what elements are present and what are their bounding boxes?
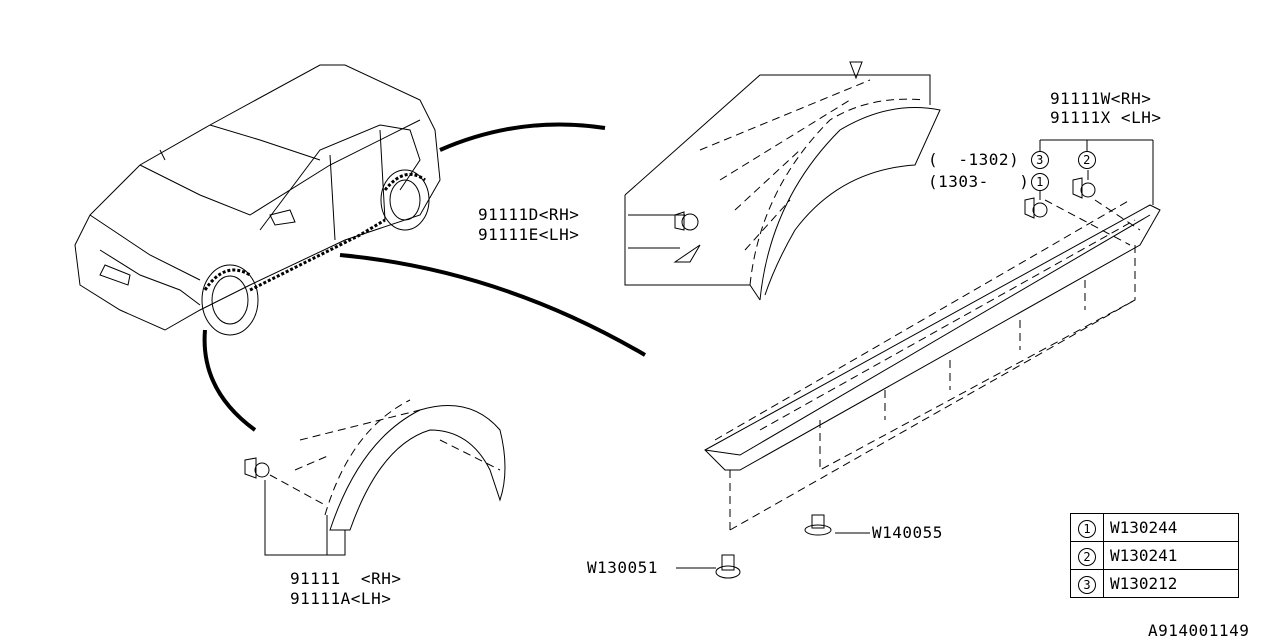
rear-arch-lh-label: 91111A<LH> bbox=[290, 589, 392, 608]
legend-num: 3 bbox=[1078, 575, 1096, 594]
callout-3: 3 bbox=[1031, 151, 1049, 169]
side-sill bbox=[676, 139, 1161, 579]
front-arch-panel bbox=[624, 61, 941, 301]
legend-part: W130241 bbox=[1103, 541, 1239, 570]
rear-arch-rh-label: 91111 <RH> bbox=[290, 569, 402, 588]
clip-w130051-label: W130051 bbox=[587, 558, 658, 577]
sill-rh-label: 91111W<RH> bbox=[1050, 89, 1152, 108]
callout-2: 2 bbox=[1078, 151, 1096, 169]
table-row: 3 W130212 bbox=[1070, 569, 1239, 598]
legend-num: 1 bbox=[1078, 519, 1096, 538]
legend-num: 2 bbox=[1078, 547, 1096, 566]
date-range-2-label: (1303- ) bbox=[928, 172, 1030, 191]
car-illustration bbox=[74, 64, 441, 336]
date-range-1-label: ( -1302) bbox=[928, 150, 1020, 169]
legend-part: W130212 bbox=[1103, 569, 1239, 598]
table-row: 2 W130241 bbox=[1070, 541, 1239, 570]
front-arch-rh-label: 91111D<RH> bbox=[478, 205, 580, 224]
diagram-id: A914001149 bbox=[1148, 621, 1250, 640]
front-arch-lh-label: 91111E<LH> bbox=[478, 225, 580, 244]
callout-1: 1 bbox=[1031, 173, 1049, 191]
parts-legend-table: 1 W130244 2 W130241 3 W130212 bbox=[1070, 513, 1239, 598]
legend-part: W130244 bbox=[1103, 513, 1239, 542]
table-row: 1 W130244 bbox=[1070, 513, 1239, 542]
rear-arch-panel bbox=[244, 399, 506, 556]
leader-curves bbox=[202, 122, 647, 432]
sill-lh-label: 91111X <LH> bbox=[1050, 108, 1162, 127]
clip-w140055-label: W140055 bbox=[872, 523, 943, 542]
